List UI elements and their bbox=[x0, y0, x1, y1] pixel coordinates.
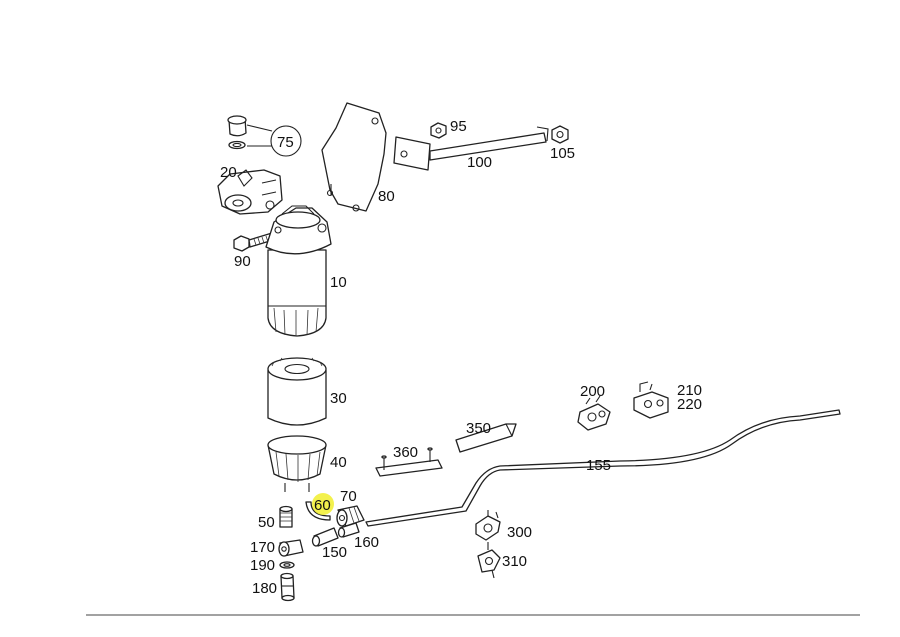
part-155-fuel-line[interactable] bbox=[365, 409, 841, 527]
label-200[interactable]: 200 bbox=[580, 383, 605, 400]
label-50[interactable]: 50 bbox=[258, 514, 275, 531]
label-10[interactable]: 10 bbox=[330, 274, 347, 291]
part-60-clamp[interactable] bbox=[305, 501, 331, 521]
label-170[interactable]: 170 bbox=[250, 539, 275, 556]
part-190-washer[interactable] bbox=[279, 561, 295, 569]
part-80-bracket[interactable] bbox=[321, 102, 387, 212]
callout-circle-75 bbox=[270, 125, 302, 157]
label-105[interactable]: 105 bbox=[550, 145, 575, 162]
label-90[interactable]: 90 bbox=[234, 253, 251, 270]
label-75[interactable]: 75 bbox=[277, 134, 294, 151]
label-30[interactable]: 30 bbox=[330, 390, 347, 407]
part-20-filter-head[interactable] bbox=[217, 169, 283, 215]
highlight-marker-60 bbox=[312, 493, 334, 515]
label-100[interactable]: 100 bbox=[467, 154, 492, 171]
part-90-bolt[interactable] bbox=[233, 232, 274, 252]
label-70[interactable]: 70 bbox=[340, 488, 357, 505]
part-200-clip[interactable] bbox=[577, 395, 611, 431]
label-190[interactable]: 190 bbox=[250, 557, 275, 574]
part-40-water-bowl[interactable] bbox=[267, 435, 327, 492]
label-350[interactable]: 350 bbox=[466, 420, 491, 437]
label-300[interactable]: 300 bbox=[507, 524, 532, 541]
part-210-clip-holder[interactable] bbox=[633, 381, 669, 419]
part-70-connector[interactable] bbox=[336, 505, 365, 527]
label-360[interactable]: 360 bbox=[393, 444, 418, 461]
label-310[interactable]: 310 bbox=[502, 553, 527, 570]
part-30-filter-element[interactable] bbox=[267, 357, 327, 426]
label-210[interactable]: 210 bbox=[677, 382, 702, 399]
label-40[interactable]: 40 bbox=[330, 454, 347, 471]
part-180-fitting[interactable] bbox=[280, 572, 295, 602]
label-95[interactable]: 95 bbox=[450, 118, 467, 135]
label-150[interactable]: 150 bbox=[322, 544, 347, 561]
part-310-fitting[interactable] bbox=[477, 542, 501, 579]
part-150-hose[interactable] bbox=[311, 527, 339, 547]
label-180[interactable]: 180 bbox=[252, 580, 277, 597]
part-50-drain-screw[interactable] bbox=[279, 505, 293, 528]
part-360-plate[interactable] bbox=[375, 447, 443, 477]
label-155[interactable]: 155 bbox=[586, 457, 611, 474]
part-75-cap[interactable] bbox=[227, 115, 247, 150]
part-170-banjo[interactable] bbox=[278, 539, 304, 557]
part-160-hose[interactable] bbox=[337, 522, 360, 538]
part-100-rod[interactable] bbox=[393, 126, 549, 171]
label-220[interactable]: 220 bbox=[677, 396, 702, 413]
part-10-filter-housing[interactable] bbox=[265, 205, 332, 337]
part-350-strap[interactable] bbox=[455, 423, 517, 453]
label-20[interactable]: 20 bbox=[220, 164, 237, 181]
part-300-valve[interactable] bbox=[475, 510, 501, 541]
label-80[interactable]: 80 bbox=[378, 188, 395, 205]
part-105-nut[interactable] bbox=[551, 125, 569, 144]
part-95-nut[interactable] bbox=[430, 122, 447, 139]
label-160[interactable]: 160 bbox=[354, 534, 379, 551]
label-60[interactable]: 60 bbox=[314, 497, 331, 514]
